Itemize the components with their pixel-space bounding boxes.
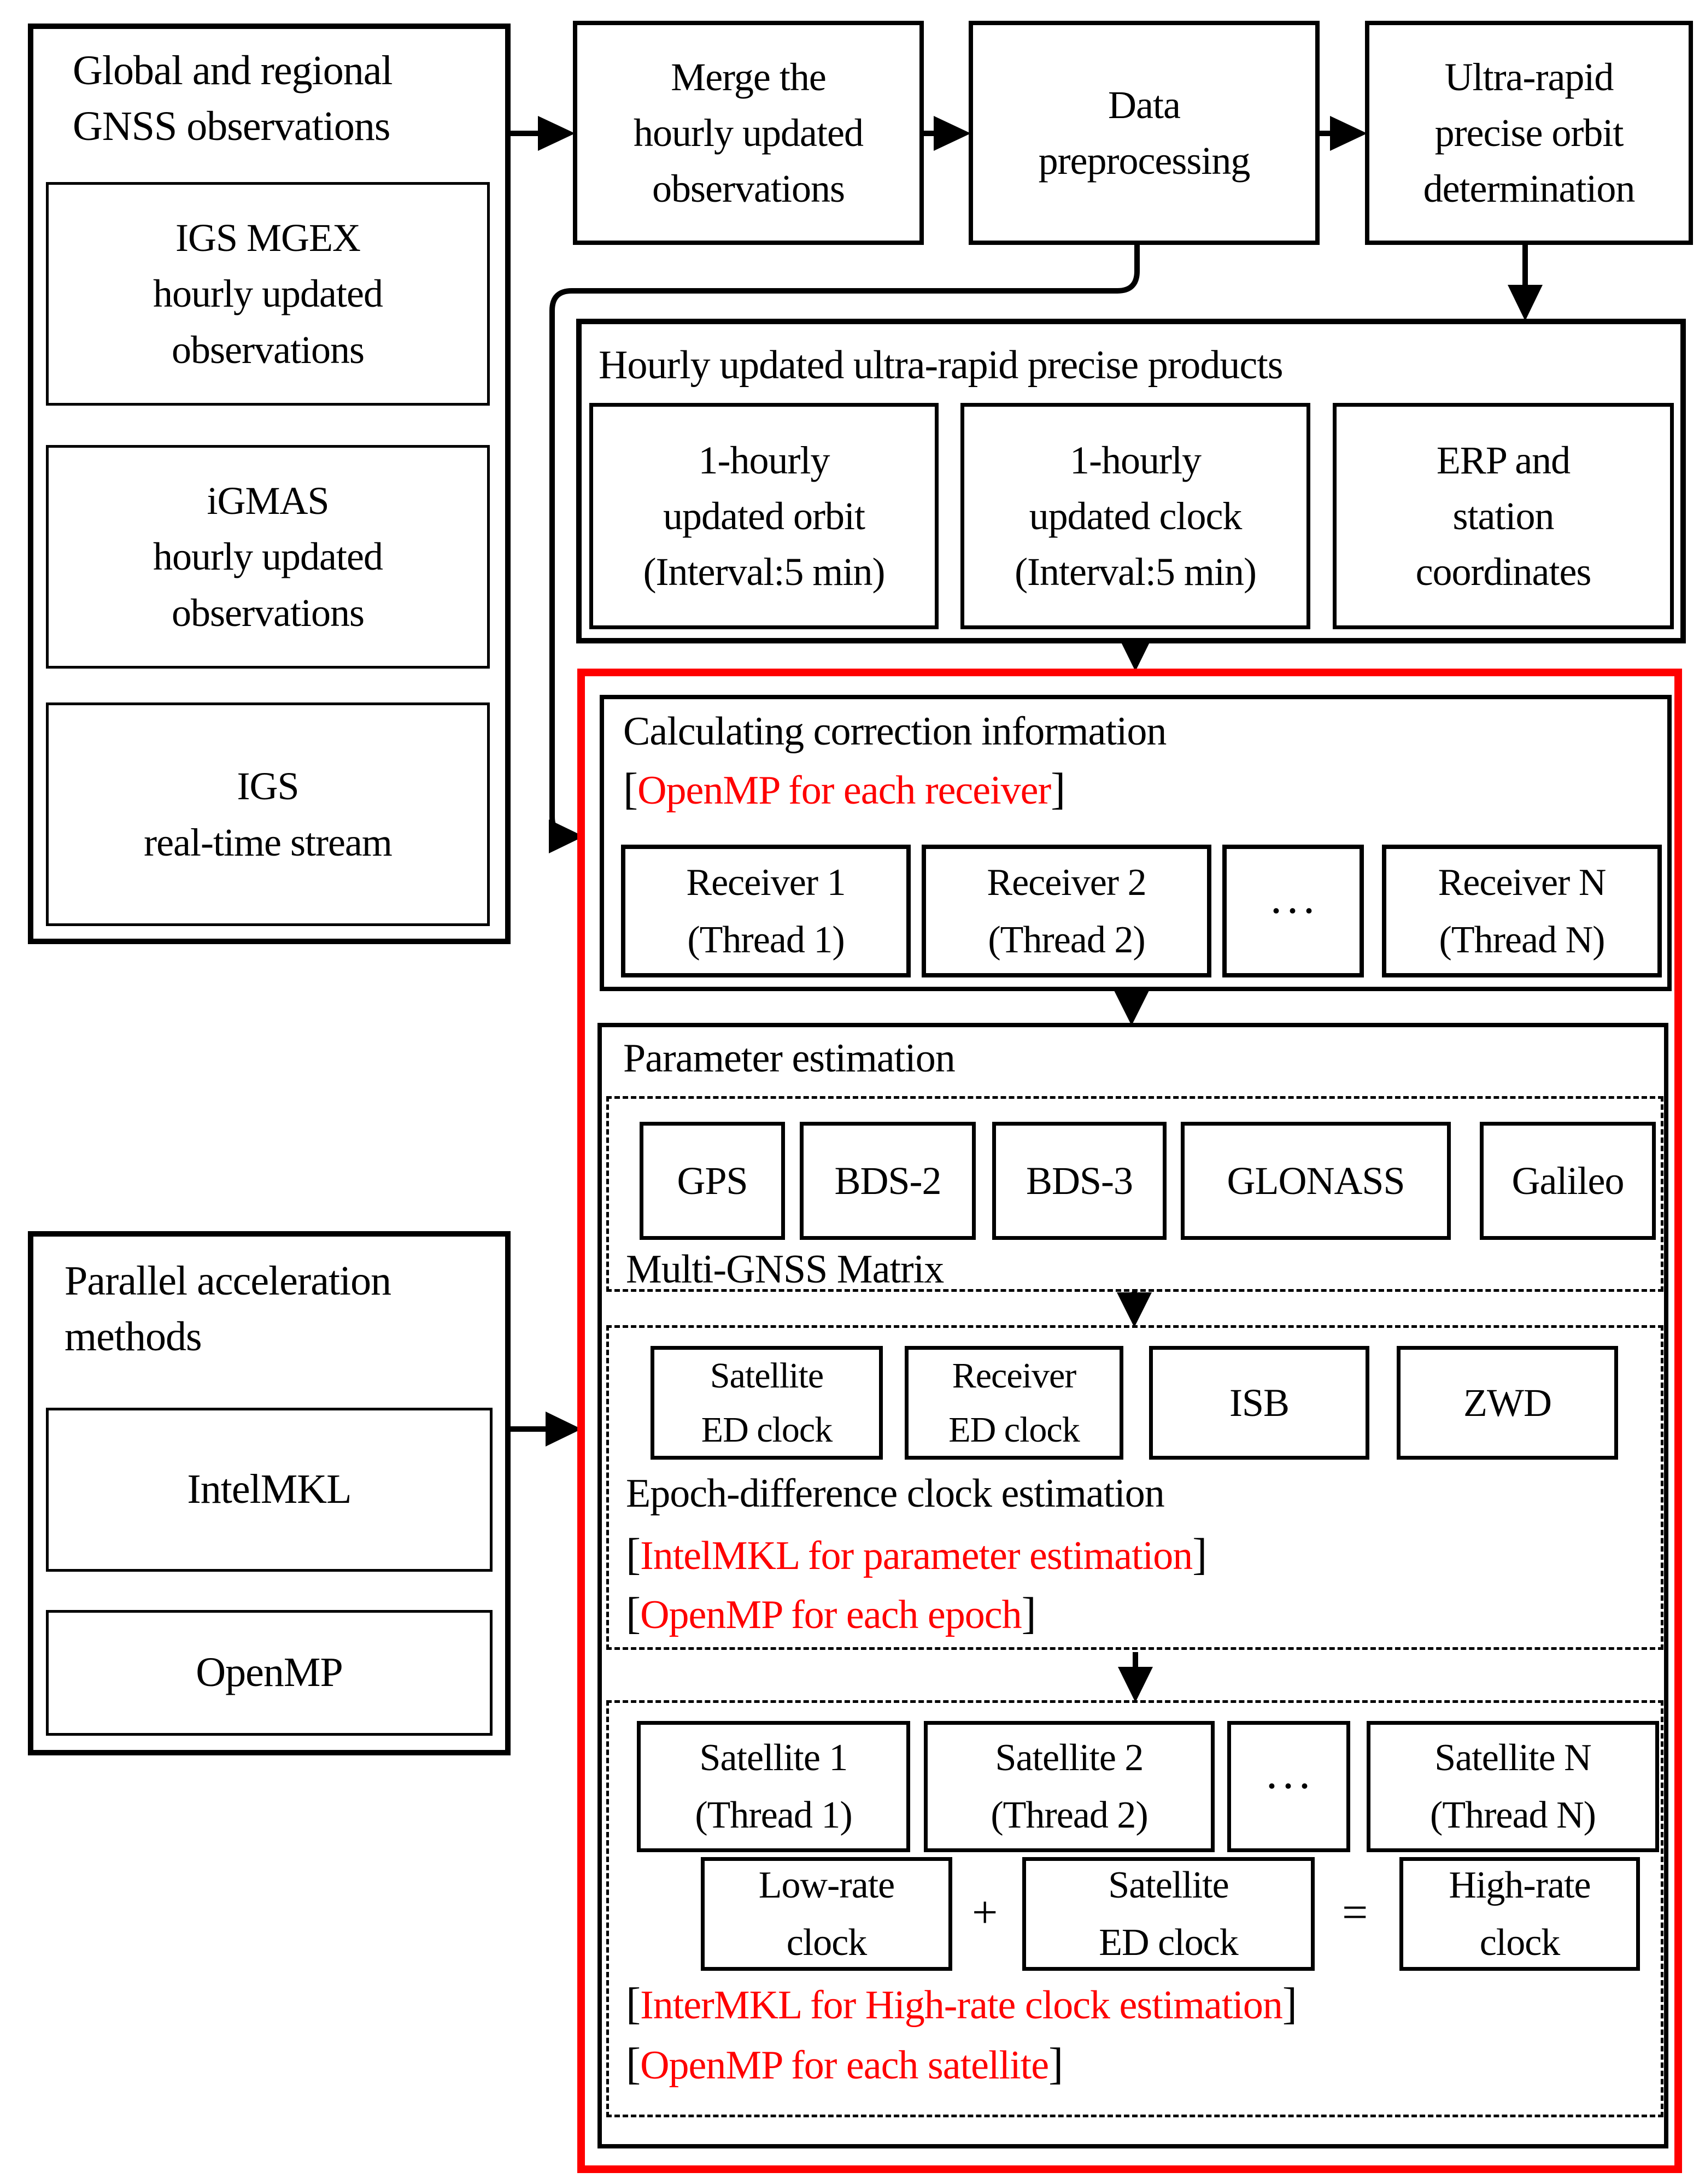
bds2-box: BDS-2 <box>800 1122 976 1240</box>
epoch-note-intelmkl: [IntelMKL for parameter estimation] <box>626 1529 1207 1579</box>
bracket-close: ] <box>1051 764 1065 813</box>
bracket-close: ] <box>1192 1529 1207 1579</box>
satellite-2-box: Satellite 2 (Thread 2) <box>924 1721 1215 1852</box>
receiver-ellipsis-box: ··· <box>1222 845 1364 977</box>
satellite-n-box: Satellite N (Thread N) <box>1367 1721 1659 1852</box>
bracket-open: [ <box>623 764 638 813</box>
galileo-box: Galileo <box>1480 1122 1656 1240</box>
multignss-caption: Multi-GNSS Matrix <box>626 1247 944 1292</box>
bracket-open: [ <box>626 2039 641 2088</box>
satellite-ellipsis-box: ··· <box>1227 1721 1350 1852</box>
erp-coordinates-box: ERP and station coordinates <box>1333 403 1674 629</box>
arrow-merge-to-preprocessing-icon <box>924 116 971 151</box>
zwd-box: ZWD <box>1397 1346 1618 1460</box>
satellite-1-box: Satellite 1 (Thread 1) <box>637 1721 910 1852</box>
arrow-orbit-to-products-icon <box>1508 245 1543 321</box>
ellipsis-icon: ··· <box>1264 1761 1314 1812</box>
lowrate-clock-box: Low-rate clock <box>701 1857 952 1971</box>
receiver-1-box: Receiver 1 (Thread 1) <box>621 845 911 977</box>
highrate-group <box>606 1700 1663 2117</box>
gps-box: GPS <box>640 1122 785 1240</box>
epoch-note-openmp: [OpenMP for each epoch] <box>626 1588 1036 1638</box>
bracket-close: ] <box>1048 2039 1063 2088</box>
updated-clock-box: 1-hourly updated clock (Interval:5 min) <box>960 403 1310 629</box>
connector-preprocessing-detour <box>549 245 1140 839</box>
openmp-box: OpenMP <box>46 1610 493 1736</box>
isb-box: ISB <box>1149 1346 1369 1460</box>
bracket-open: [ <box>626 1588 641 1638</box>
arrow-inputs-to-merge-icon <box>511 116 575 151</box>
igs-realtime-box: IGS real-time stream <box>46 702 490 926</box>
epoch-difference-group <box>606 1325 1663 1650</box>
bracket-close: ] <box>1282 1978 1297 2028</box>
estimation-title: Parameter estimation <box>623 1036 956 1081</box>
parallel-methods-title: Parallel acceleration methods <box>65 1258 391 1360</box>
bracket-open: [ <box>626 1529 641 1579</box>
preprocessing-box: Data preprocessing <box>969 21 1320 245</box>
bracket-close: ] <box>1021 1588 1036 1638</box>
equals-operator: = <box>1342 1887 1368 1938</box>
arrow-epoch-to-highrate-icon <box>1118 1652 1153 1702</box>
multignss-group <box>606 1096 1663 1292</box>
arrow-correction-to-estimation-icon <box>1114 991 1149 1026</box>
arrow-parallel-to-redbox-icon <box>511 1412 582 1447</box>
estimation-box <box>597 1023 1668 2148</box>
correction-note: [OpenMP for each receiver] <box>623 764 1065 813</box>
igmas-box: iGMAS hourly updated observations <box>46 445 490 669</box>
epoch-caption: Epoch-difference clock estimation <box>626 1471 1165 1516</box>
correction-box <box>600 695 1672 991</box>
products-title: Hourly updated ultra-rapid precise produ… <box>599 343 1284 388</box>
receiver-2-box: Receiver 2 (Thread 2) <box>922 845 1211 977</box>
plus-operator: + <box>972 1887 998 1938</box>
parallel-processing-region <box>577 669 1682 2173</box>
igs-mgex-box: IGS MGEX hourly updated observations <box>46 182 490 406</box>
correction-title: Calculating correction information <box>623 709 1167 754</box>
intelmkl-box: IntelMKL <box>46 1408 493 1572</box>
orbit-determination-box: Ultra-rapid precise orbit determination <box>1365 21 1693 245</box>
highrate-note-intermkl: [InterMKL for High-rate clock estimation… <box>626 1978 1297 2028</box>
arrow-gnss-to-epoch-icon <box>1117 1292 1152 1327</box>
receiver-n-box: Receiver N (Thread N) <box>1382 845 1662 977</box>
arrow-preprocessing-to-orbit-icon <box>1320 116 1367 151</box>
satellite-ed-clock-term-box: Satellite ED clock <box>1022 1857 1315 1971</box>
bracket-open: [ <box>626 1978 641 2028</box>
highrate-note-openmp: [OpenMP for each satellite] <box>626 2039 1063 2088</box>
highrate-clock-box: High-rate clock <box>1399 1857 1640 1971</box>
inputs-title: Global and regional GNSS observations <box>73 48 393 149</box>
glonass-box: GLONASS <box>1181 1122 1451 1240</box>
receiver-ed-clock-box: Receiver ED clock <box>905 1346 1123 1460</box>
bds3-box: BDS-3 <box>992 1122 1167 1240</box>
satellite-ed-clock-box: Satellite ED clock <box>651 1346 883 1460</box>
ellipsis-icon: ··· <box>1268 885 1318 936</box>
updated-orbit-box: 1-hourly updated orbit (Interval:5 min) <box>589 403 939 629</box>
merge-box: Merge the hourly updated observations <box>573 21 924 245</box>
